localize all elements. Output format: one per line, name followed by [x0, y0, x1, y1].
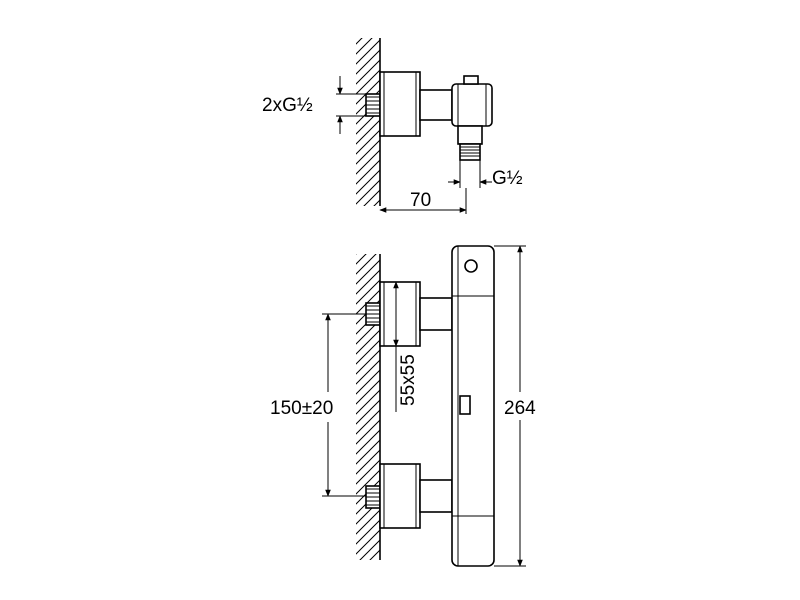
upper-escutcheon — [379, 281, 421, 347]
label-inlet-thread: 2xG½ — [262, 95, 313, 116]
front-view: 55x55 150±20 264 — [270, 245, 536, 567]
top-outlet-thread — [459, 143, 481, 161]
top-connector — [419, 89, 453, 121]
valve-body — [451, 245, 495, 567]
dim-outlet-thread: G½ — [448, 160, 523, 189]
lower-escutcheon — [379, 463, 421, 529]
label-escutcheon: 55x55 — [398, 354, 419, 406]
top-valve-knob — [463, 75, 479, 85]
label-centers: 150±20 — [270, 398, 333, 419]
label-height: 264 — [504, 398, 536, 419]
valve-indicator — [459, 395, 471, 415]
dim-height: 264 — [494, 245, 536, 567]
top-view: 2xG½ G½ 70 — [262, 38, 523, 214]
top-wall-hatch — [356, 38, 380, 206]
lower-inlet — [365, 463, 453, 529]
dim-inlet-thread: 2xG½ — [262, 76, 366, 134]
top-outlet — [457, 125, 483, 145]
label-outlet-thread: G½ — [492, 168, 523, 189]
top-inlet-thread — [365, 93, 381, 117]
dim-escutcheon: 55x55 — [393, 281, 419, 412]
upper-inlet — [365, 281, 453, 347]
front-wall-hatch — [356, 254, 380, 560]
dim-centers: 150±20 — [270, 313, 366, 497]
valve-top-knob — [464, 259, 478, 273]
label-projection: 70 — [410, 190, 431, 211]
top-escutcheon — [379, 71, 421, 137]
dim-projection: 70 — [379, 188, 467, 214]
